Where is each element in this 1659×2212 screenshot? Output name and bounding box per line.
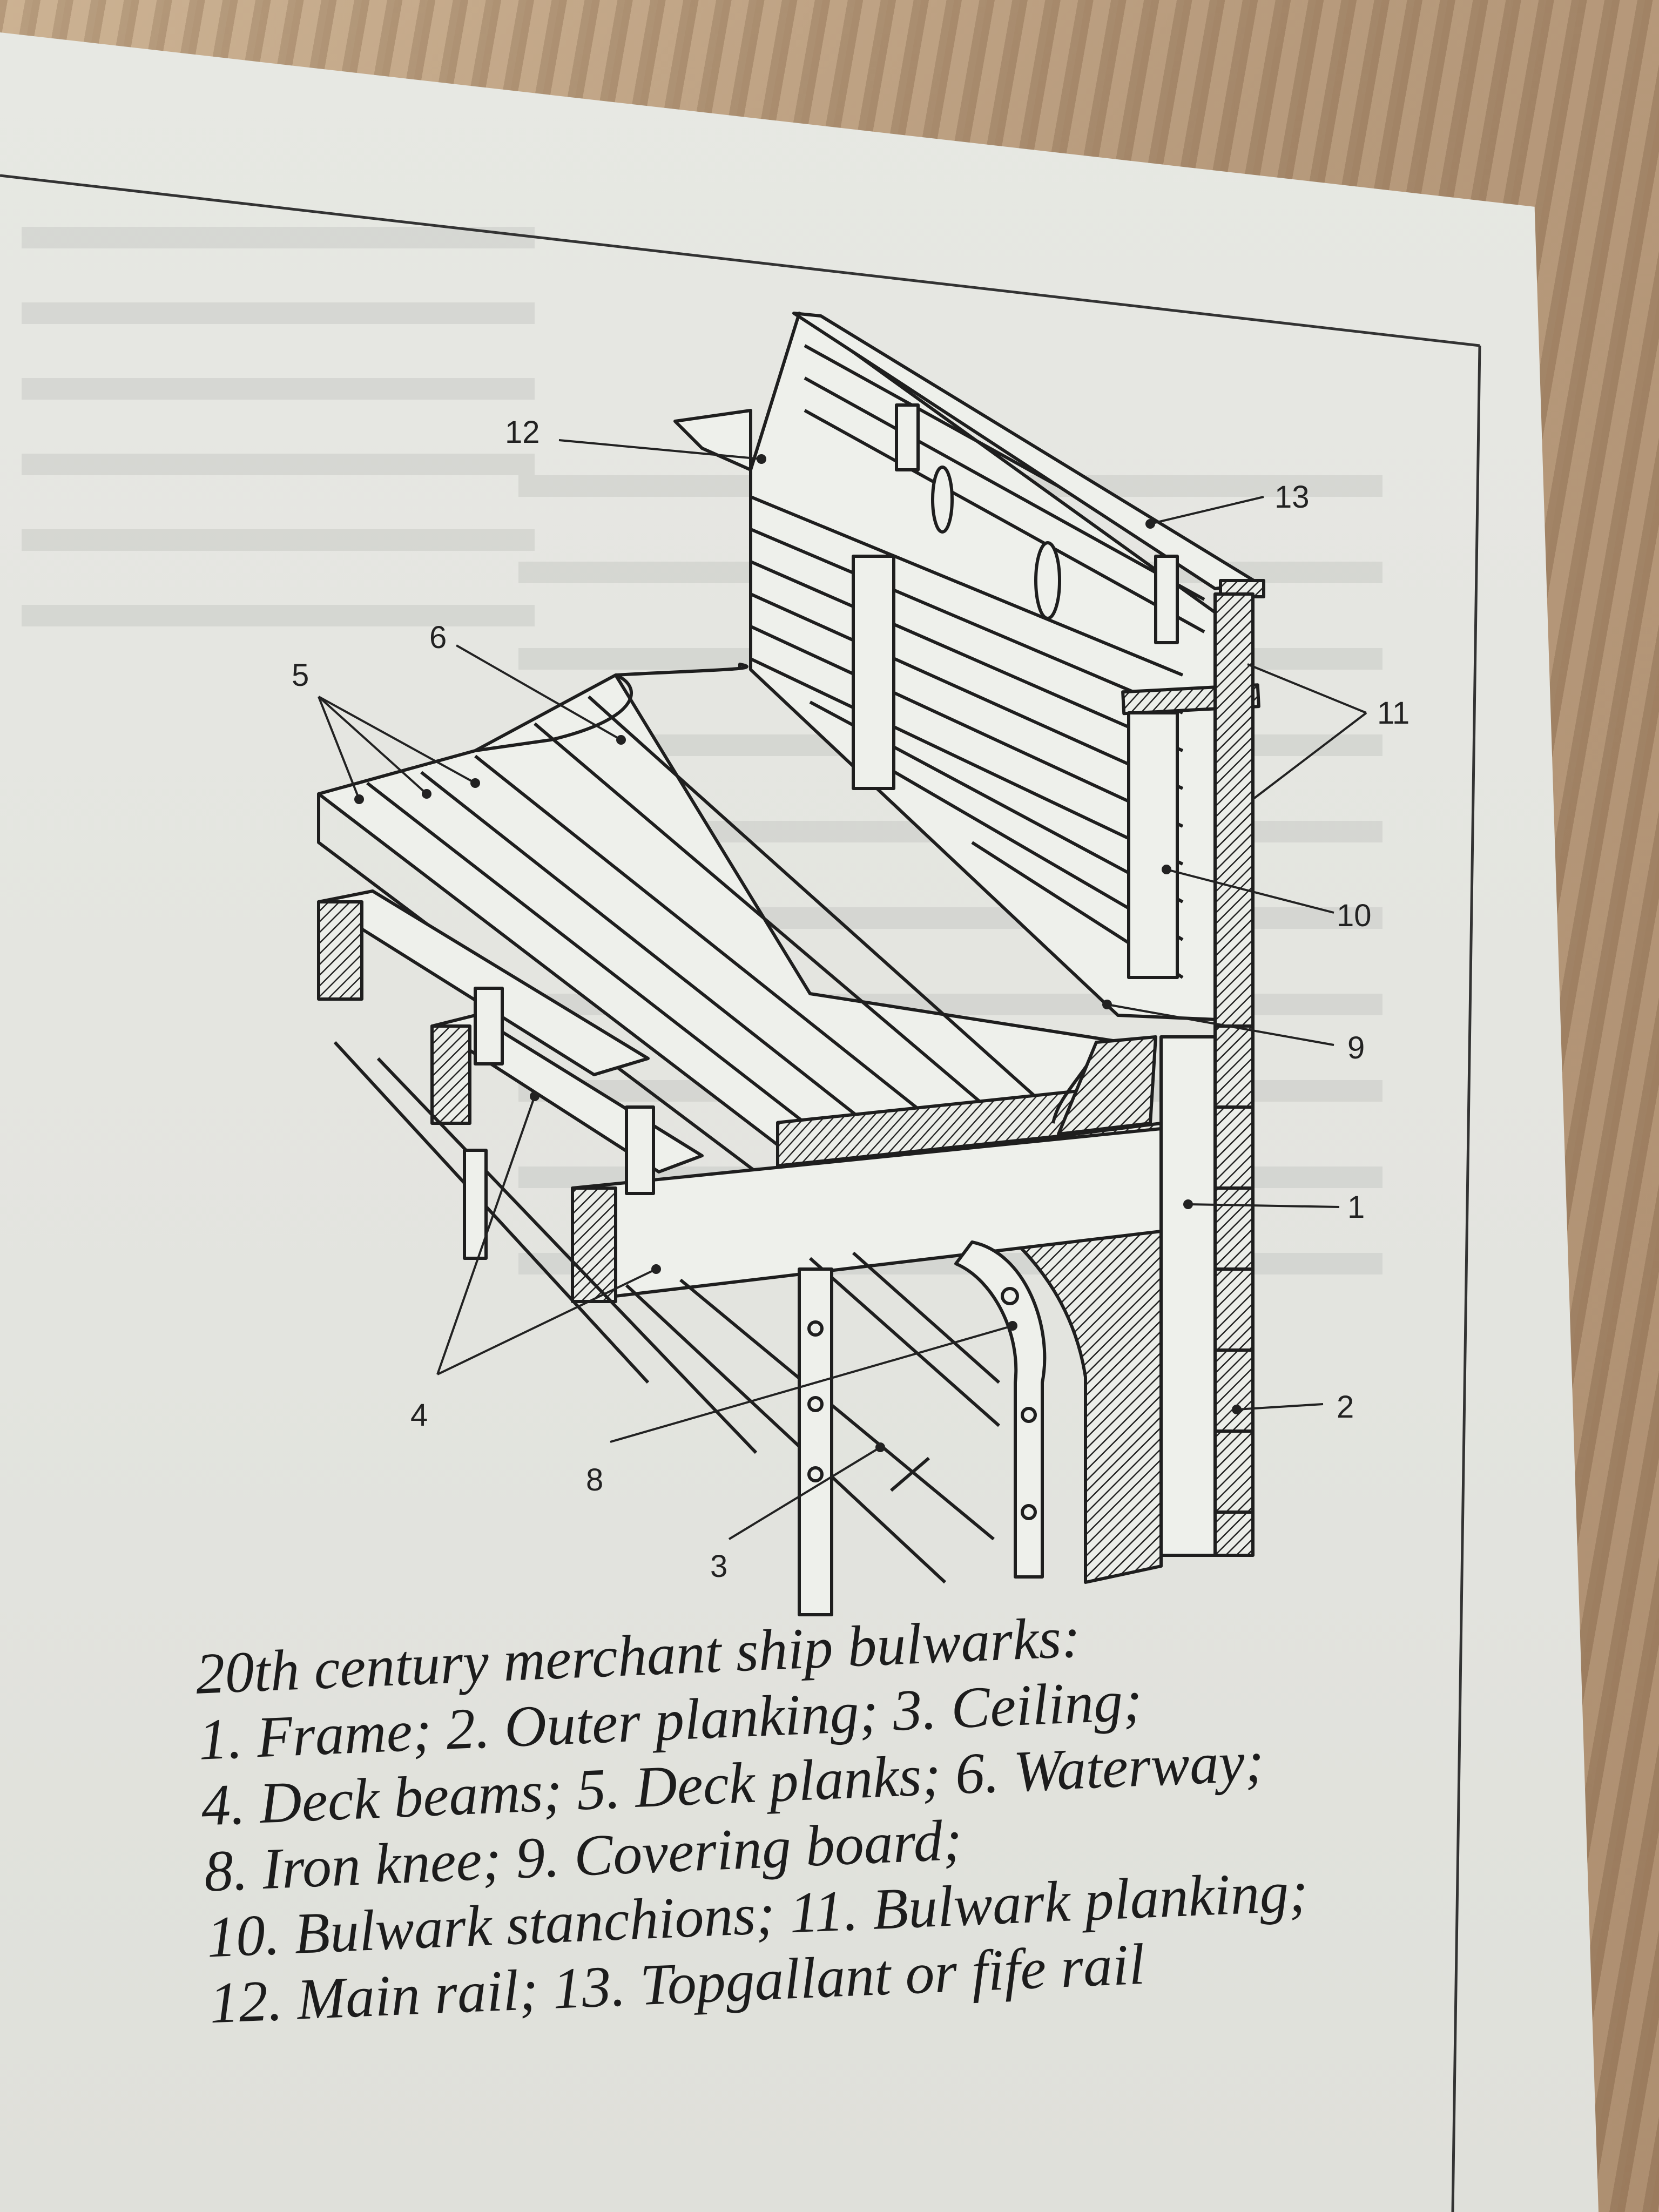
outer-planking [1213, 592, 1255, 1557]
bulwark-stanchions [852, 403, 1179, 979]
callout-3: 3 [710, 1549, 727, 1584]
deck-planks [317, 663, 1130, 1190]
callout-1: 1 [1347, 1190, 1365, 1225]
ceiling [333, 987, 1000, 1616]
callout-4: 4 [410, 1398, 428, 1433]
callout-labels: 12 13 6 5 11 10 9 1 2 4 8 3 [292, 415, 1410, 1584]
leader-lines [318, 439, 1367, 1540]
callout-11: 11 [1377, 696, 1410, 731]
figure-caption: 20th century merchant ship bulwarks: 1. … [194, 1587, 1507, 2052]
callout-8: 8 [586, 1462, 603, 1498]
callout-5: 5 [292, 658, 309, 693]
page-border [0, 174, 1481, 2212]
callout-10: 10 [1337, 898, 1372, 933]
deck-beams [317, 889, 1163, 1303]
callout-6: 6 [429, 620, 447, 655]
callout-2: 2 [1337, 1390, 1354, 1425]
iron-knee [954, 1240, 1047, 1579]
callout-12: 12 [505, 415, 540, 450]
callout-9: 9 [1347, 1030, 1365, 1065]
callout-13: 13 [1274, 480, 1310, 515]
